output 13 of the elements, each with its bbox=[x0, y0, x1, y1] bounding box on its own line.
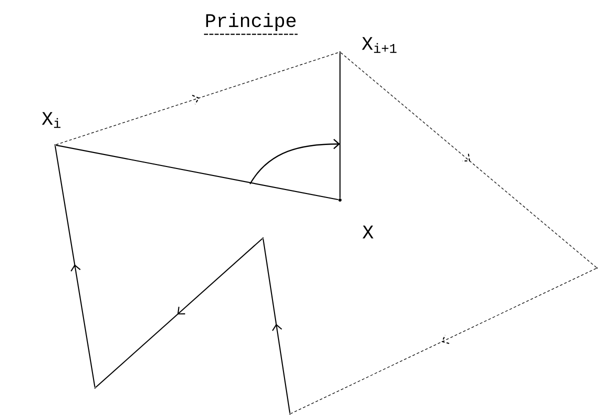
point-label: X$_{i+1}$ bbox=[362, 37, 396, 53]
polygon-edge bbox=[56, 144, 338, 200]
polygon-edge bbox=[56, 52, 340, 146]
polygon-edge bbox=[340, 52, 597, 268]
vertex-point bbox=[338, 198, 342, 202]
polygon-edge bbox=[290, 268, 596, 414]
polygon-edge bbox=[54, 146, 96, 388]
point-label: X$_{i}$ bbox=[42, 112, 60, 128]
title: Principe bbox=[206, 13, 296, 31]
point-label: X bbox=[362, 226, 374, 238]
polygon-edge bbox=[95, 238, 263, 388]
polygon-edge bbox=[262, 238, 290, 414]
polygon-edge bbox=[339, 52, 341, 198]
